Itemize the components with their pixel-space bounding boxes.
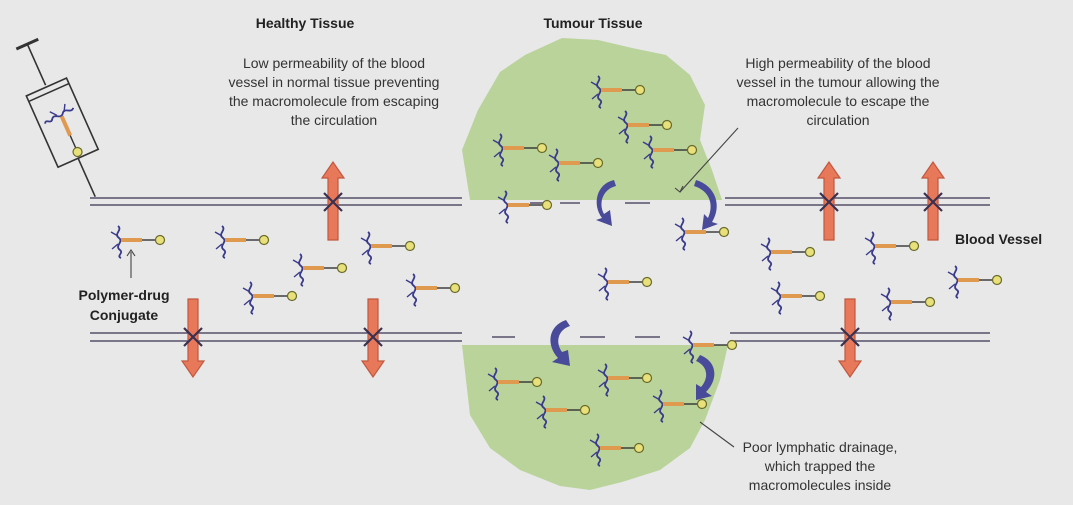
svg-text:Poor lymphatic drainage,: Poor lymphatic drainage, [743,439,898,455]
blocked-extravasation-arrow [182,299,204,377]
polymer-drug-conjugate [111,226,165,258]
polymer-drug-conjugate [361,232,415,264]
polymer-drug-conjugate [881,288,935,320]
polymer-drug-conjugate [771,282,825,314]
blocked-extravasation-arrow [818,162,840,240]
high-permeability-note: High permeability of the blood vessel in… [736,55,939,128]
polymer-drug-label: Polymer-drug [78,287,169,303]
blocked-extravasation-arrow [922,162,944,240]
polymer-drug-conjugate [293,254,347,286]
svg-text:Low permeability of the blood: Low permeability of the blood [243,55,425,71]
polymer-drug-conjugate [215,226,269,258]
blocked-extravasation-arrow [839,299,861,377]
conjugate-label: Conjugate [90,307,159,323]
svg-text:which trapped the: which trapped the [764,458,876,474]
tumour-blob-top [462,38,722,200]
tumour-tissue-title: Tumour Tissue [543,15,642,31]
polymer-drug-conjugate [865,232,919,264]
syringe [7,35,115,205]
healthy-tissue-title: Healthy Tissue [256,15,355,31]
svg-text:macromolecules inside: macromolecules inside [749,477,892,493]
low-permeability-note: Low permeability of the blood vessel in … [229,55,440,128]
svg-text:the circulation: the circulation [291,112,377,128]
blood-vessel-label: Blood Vessel [955,231,1042,247]
polymer-drug-conjugate [761,238,815,270]
svg-text:circulation: circulation [806,112,869,128]
polymer-drug-conjugate [406,274,460,306]
polymer-drug-conjugate [598,268,652,300]
svg-text:vessel in the tumour allowing: vessel in the tumour allowing the [736,74,939,90]
svg-text:vessel in normal tissue preven: vessel in normal tissue preventing [229,74,440,90]
polymer-drug-conjugate [243,282,297,314]
svg-text:High permeability of the blood: High permeability of the blood [745,55,930,71]
blocked-extravasation-arrow [362,299,384,377]
lymphatic-drainage-note: Poor lymphatic drainage, which trapped t… [743,439,898,493]
svg-text:macromolecule to escape the: macromolecule to escape the [747,93,930,109]
tumour-blob-bottom [462,345,728,490]
polymer-drug-conjugate [948,266,1002,298]
polymer-drug-conjugate [675,218,729,250]
blocked-extravasation-arrow [322,162,344,240]
svg-text:the macromolecule from escapin: the macromolecule from escaping [229,93,439,109]
